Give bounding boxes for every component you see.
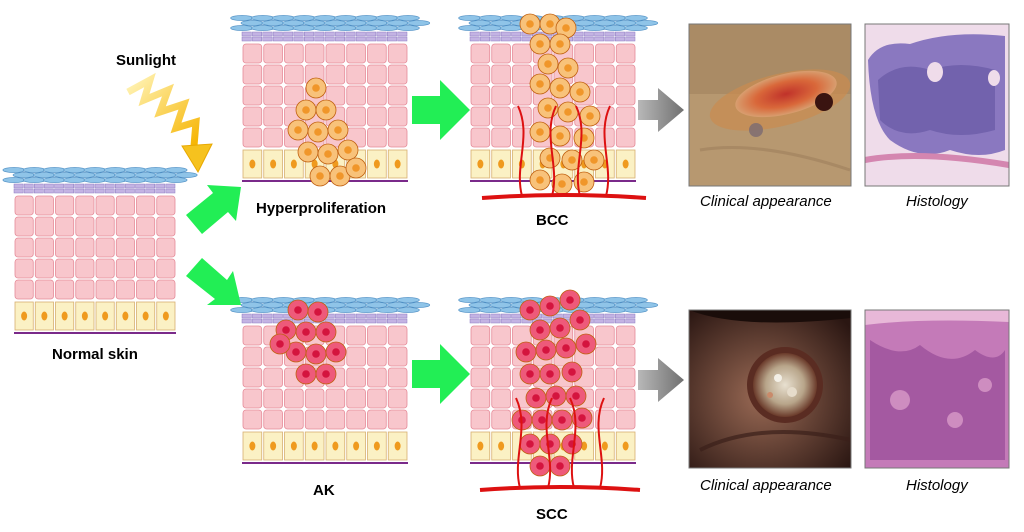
histology-photo-bcc <box>864 23 1010 187</box>
hyperproliferation-label: Hyperproliferation <box>256 200 387 217</box>
bcc-section <box>458 13 659 200</box>
hyperproliferation-section <box>230 15 431 187</box>
sunlight-label: Sunlight <box>116 52 176 69</box>
clinical-photo-bcc <box>688 23 852 187</box>
arrow-to-hyperproliferation <box>186 185 241 234</box>
histology-top-caption: Histology <box>906 193 968 210</box>
clinical-photo-scc <box>688 309 852 469</box>
arrow-to-clinical-bottom <box>638 358 684 402</box>
arrow-to-bcc <box>412 80 470 140</box>
normal-skin-label: Normal skin <box>52 346 138 363</box>
clinical-appearance-bottom-caption: Clinical appearance <box>700 477 832 494</box>
histology-bottom-caption: Histology <box>906 477 968 494</box>
clinical-appearance-top-caption: Clinical appearance <box>700 193 832 210</box>
arrow-to-clinical-top <box>638 88 684 132</box>
scc-section <box>458 289 659 492</box>
histology-photo-scc <box>864 309 1010 469</box>
sunlight-bolt-icon <box>126 72 213 174</box>
arrow-to-ak <box>186 258 241 305</box>
ak-label: AK <box>313 482 335 499</box>
scc-label: SCC <box>536 506 568 523</box>
ak-section <box>230 297 431 464</box>
bcc-label: BCC <box>536 212 569 229</box>
arrow-to-scc <box>412 344 470 404</box>
normal-skin-section <box>2 167 198 334</box>
